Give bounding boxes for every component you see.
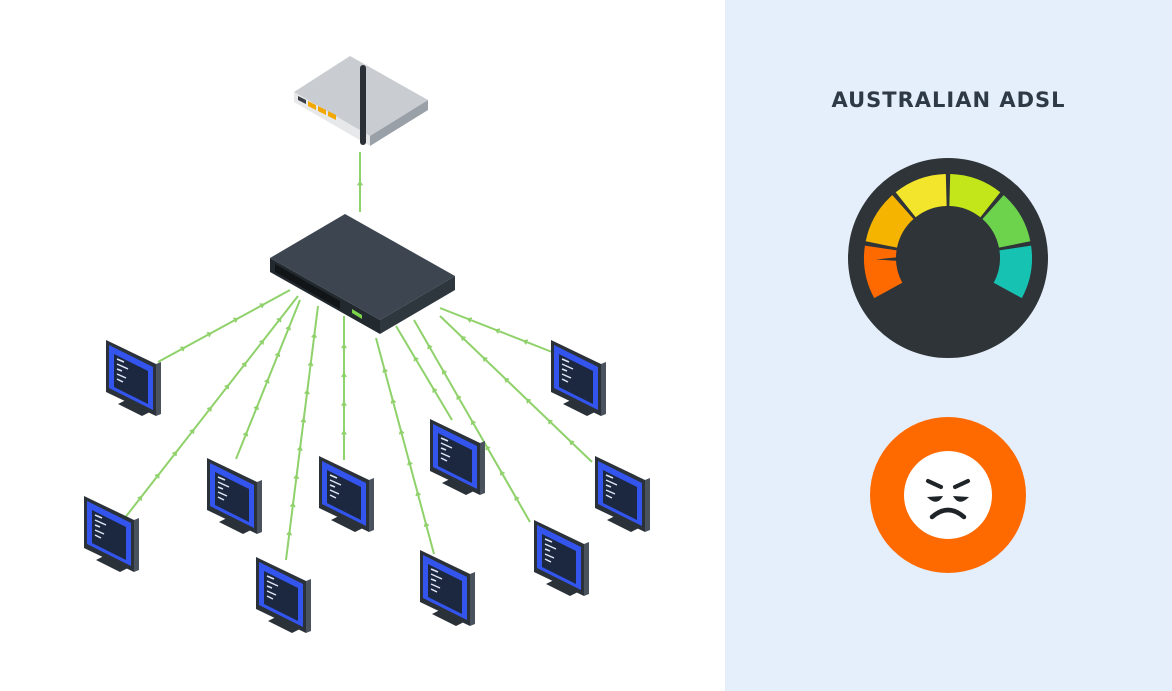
- gauge-needle-icon: [876, 250, 956, 266]
- link-arrow-icon: [180, 346, 186, 352]
- link-arrow-icon: [297, 445, 303, 452]
- link-arrow-icon: [274, 351, 281, 358]
- link-arrow-icon: [466, 317, 473, 323]
- link-arrow-icon: [423, 521, 430, 528]
- link-arrow-icon: [390, 398, 397, 404]
- network-switch-icon: [270, 214, 455, 334]
- link-arrow-icon: [172, 451, 178, 457]
- computer-monitor-icon: [255, 556, 312, 634]
- computer-monitor-icon: [206, 457, 263, 535]
- link-arrow-icon: [499, 470, 505, 476]
- link-arrow-icon: [289, 502, 296, 508]
- link-arrow-icon: [307, 361, 314, 367]
- link-arrow-icon: [233, 317, 239, 323]
- link-computer-switch: [285, 305, 319, 561]
- computer-monitor-icon: [105, 339, 162, 417]
- gauge-segment: [895, 174, 947, 218]
- link-arrow-icon: [253, 404, 259, 411]
- computer-group: [83, 339, 651, 634]
- link-arrow-icon: [341, 429, 347, 435]
- link-arrow-icon: [522, 339, 529, 345]
- computer-monitor-icon: [550, 339, 607, 417]
- link-arrow-icon: [415, 491, 421, 497]
- network-diagram-canvas: [83, 56, 651, 634]
- link-arrow-icon: [485, 445, 491, 451]
- link-computer-switch: [157, 289, 291, 363]
- link-arrow-icon: [300, 417, 307, 423]
- link-arrow-icon: [547, 419, 553, 425]
- computer-monitor-icon: [318, 455, 375, 533]
- link-arrow-icon: [259, 303, 265, 309]
- network-links: [123, 152, 593, 561]
- link-arrow-icon: [357, 180, 363, 186]
- link-arrow-icon: [206, 406, 212, 412]
- gauge-segment: [982, 195, 1031, 248]
- link-arrow-icon: [482, 356, 488, 362]
- link-arrow-icon: [259, 339, 265, 345]
- link-computer-switch: [375, 337, 435, 555]
- link-arrow-icon: [304, 389, 310, 395]
- router-icon: [294, 56, 428, 146]
- link-arrow-icon: [407, 460, 413, 466]
- link-arrow-icon: [341, 401, 347, 407]
- link-arrow-icon: [525, 398, 531, 404]
- link-arrow-icon: [569, 440, 575, 446]
- link-arrow-icon: [341, 343, 347, 349]
- panel-title: AUSTRALIAN ADSL: [831, 88, 1066, 112]
- link-arrow-icon: [470, 419, 476, 426]
- speedometer-icon: [848, 158, 1048, 358]
- gauge-segment: [993, 245, 1032, 299]
- computer-monitor-icon: [594, 455, 651, 533]
- link-arrow-icon: [413, 356, 419, 362]
- link-arrow-icon: [286, 530, 293, 536]
- link-arrow-icon: [504, 377, 510, 383]
- computer-monitor-icon: [83, 495, 140, 573]
- network-diagram: [83, 56, 651, 634]
- link-arrow-icon: [206, 332, 212, 338]
- link-arrow-icon: [494, 328, 501, 334]
- link-arrow-icon: [241, 361, 247, 367]
- computer-monitor-icon: [533, 519, 590, 597]
- link-arrow-icon: [432, 387, 438, 393]
- link-arrow-icon: [398, 429, 405, 435]
- side-panel: AUSTRALIAN ADSL: [725, 0, 1172, 691]
- link-arrow-icon: [382, 367, 388, 373]
- link-arrow-icon: [285, 325, 291, 331]
- link-arrow-icon: [341, 372, 347, 378]
- link-arrow-icon: [293, 474, 300, 480]
- link-arrow-icon: [154, 473, 160, 479]
- computer-monitor-icon: [419, 549, 476, 627]
- link-arrow-icon: [264, 378, 270, 384]
- link-arrow-icon: [137, 495, 143, 501]
- link-arrow-icon: [456, 394, 462, 400]
- link-computer-switch: [439, 315, 593, 463]
- link-arrow-icon: [242, 431, 249, 437]
- link-computer-switch: [395, 325, 453, 421]
- link-arrow-icon: [514, 495, 520, 501]
- gauge-segment: [865, 195, 914, 248]
- link-arrow-icon: [311, 332, 317, 339]
- link-arrow-icon: [224, 384, 230, 390]
- panel-art: [848, 158, 1048, 573]
- gauge-segment: [949, 174, 1001, 218]
- link-arrow-icon: [276, 317, 282, 323]
- link-arrow-icon: [460, 335, 466, 341]
- link-arrow-icon: [441, 369, 447, 375]
- link-arrow-icon: [427, 344, 433, 350]
- angry-face-icon: [870, 417, 1026, 573]
- link-arrow-icon: [189, 428, 195, 434]
